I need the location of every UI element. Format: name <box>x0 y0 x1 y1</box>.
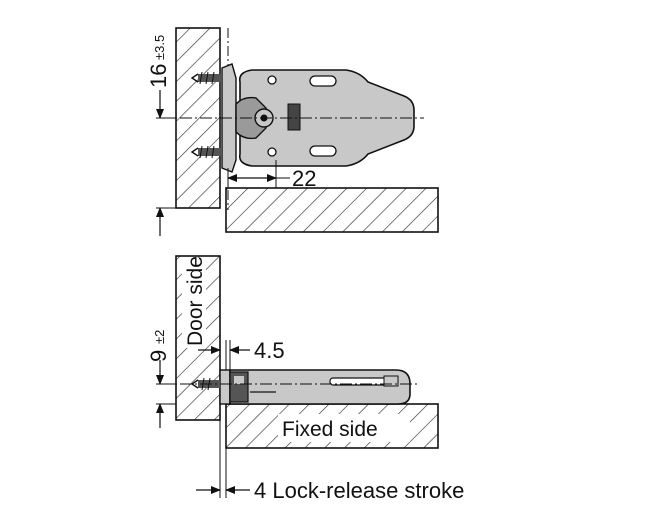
side-offset-value: 9 <box>146 350 171 362</box>
screw-icon <box>190 71 222 85</box>
screw-icon <box>190 145 222 159</box>
top-offset-tolerance: ±3.5 <box>152 35 167 60</box>
stroke-label: 4 Lock-release stroke <box>254 478 464 503</box>
side-offset-tolerance: ±2 <box>152 330 167 344</box>
brand-badge <box>287 103 301 131</box>
fixed-side-label: Fixed side <box>282 418 378 441</box>
top-view: 16 ±3.5 22 <box>146 27 439 236</box>
latch-body-side <box>229 369 411 405</box>
side-gap-value: 4.5 <box>254 338 285 363</box>
fixed-panel-top <box>225 187 439 233</box>
top-depth-value: 22 <box>292 166 316 191</box>
door-side-label: Door side <box>184 256 207 346</box>
side-view: Door side Fixed side 9 <box>146 255 464 503</box>
top-offset-value: 16 <box>146 64 171 88</box>
